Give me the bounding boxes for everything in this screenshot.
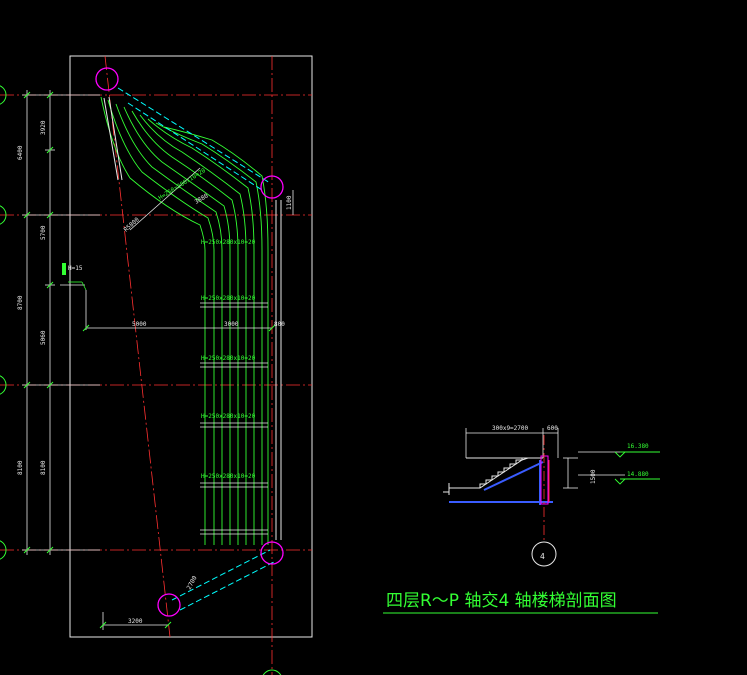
left-dimension-lines xyxy=(22,90,100,555)
dim-5000: 5000 xyxy=(132,321,147,328)
section-dim-landing: 600 xyxy=(547,425,558,432)
dim-left-6: 8100 xyxy=(17,460,24,475)
step-note-3: H=250x280x10=20 xyxy=(201,355,256,362)
inner-dimension-lines xyxy=(85,167,294,630)
section-structure xyxy=(449,435,553,540)
dim-right-1100: 1100 xyxy=(286,195,293,210)
axis-bubble-4-label: 4 xyxy=(540,552,545,561)
dim-left-5: 5060 xyxy=(40,330,47,345)
dim-h15: H=15 xyxy=(68,265,83,272)
section-dim-run: 300x9=2700 xyxy=(492,425,529,432)
straight-stair-treads xyxy=(204,250,269,545)
beams xyxy=(117,87,275,611)
level-upper: 16.380 xyxy=(627,443,649,450)
dim-3000: 3000 xyxy=(224,321,239,328)
step-note-2: H=250x280x10=20 xyxy=(201,295,256,302)
plan-frame xyxy=(69,55,313,638)
section-stair-profile xyxy=(443,457,543,495)
axis-bubbles-left xyxy=(0,85,282,675)
dim-left-4: 8700 xyxy=(17,295,24,310)
column-nodes xyxy=(95,67,284,617)
stair-landing-bands xyxy=(200,302,268,535)
axis-bubble-4 xyxy=(531,541,557,567)
inner-dim-ticks xyxy=(82,324,276,629)
dim-left-7: 8100 xyxy=(40,460,47,475)
section-mark xyxy=(62,263,87,291)
step-note-1: H=250x280x10=20 xyxy=(201,239,256,246)
dim-left-3: 5700 xyxy=(40,225,47,240)
left-dimension-ticks xyxy=(23,91,54,554)
level-lower: 14.880 xyxy=(627,471,649,478)
dim-bottom-3200: 3200 xyxy=(128,618,143,625)
stair-stringer xyxy=(103,96,282,540)
dim-left-2: 6400 xyxy=(17,145,24,160)
axis-lines xyxy=(0,55,312,675)
curved-stair-treads xyxy=(100,96,269,251)
dim-right-800: 800 xyxy=(274,321,285,328)
section-dimension xyxy=(465,428,625,489)
drawing-title: 四层R～P 轴交4 轴楼梯剖面图 xyxy=(386,591,617,611)
dim-bottom-2700: 2700 xyxy=(186,575,199,591)
step-note-5: H=250x280x10=20 xyxy=(201,473,256,480)
level-markers xyxy=(614,451,660,485)
dim-left-1: 3920 xyxy=(40,120,47,135)
section-dim-rise: 1500 xyxy=(590,469,597,484)
dim-radius: R5800 xyxy=(123,216,141,234)
step-note-4: H=250x280x10=20 xyxy=(201,413,256,420)
